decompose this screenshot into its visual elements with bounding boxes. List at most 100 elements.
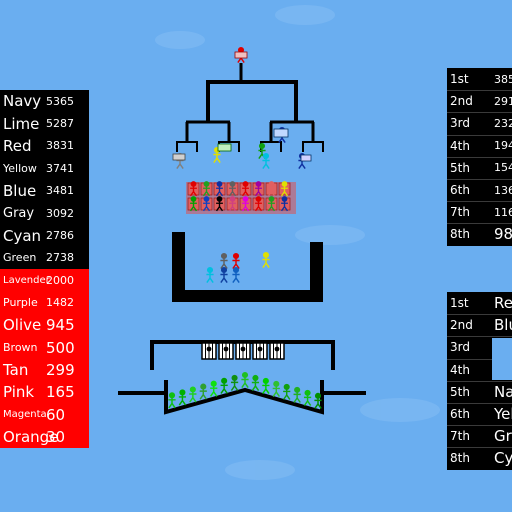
placing-value: Gra	[494, 427, 512, 446]
placing-row: 8th 98	[447, 223, 512, 245]
stick-figure	[262, 251, 270, 269]
stick-figure	[232, 266, 240, 284]
placing-rank: 5th	[450, 384, 470, 399]
waiting-crowd	[186, 181, 296, 214]
placing-rank: 8th	[450, 451, 470, 466]
row-divider	[447, 403, 512, 404]
stick-figure	[215, 196, 224, 212]
stick-figure	[178, 389, 187, 406]
player-name: Magenta	[3, 409, 47, 421]
row-divider	[447, 156, 512, 158]
player-name: Navy	[3, 92, 42, 111]
placing-rank: 4th	[450, 138, 470, 153]
clouds	[155, 5, 440, 480]
player-score: 30	[46, 428, 66, 447]
player-score: 60	[46, 405, 66, 424]
placing-value: Na	[494, 382, 512, 401]
stick-figure	[220, 252, 228, 270]
placing-value: Cy	[494, 449, 512, 468]
player-score: 299	[46, 360, 75, 379]
stick-figure	[272, 380, 281, 397]
bottom-stage	[118, 340, 366, 415]
cage	[269, 342, 285, 360]
player-name: Blue	[3, 181, 37, 200]
stick-figure	[232, 252, 240, 270]
player-score: 500	[46, 338, 75, 357]
placing-row: 5th 154	[447, 157, 512, 179]
stick-figure	[206, 266, 214, 284]
placing-rank: 5th	[450, 160, 470, 175]
placing-value: 194	[494, 139, 512, 153]
player-score: 3831	[46, 139, 74, 153]
player-name: Lime	[3, 114, 40, 133]
placing-value: 154	[494, 161, 512, 175]
player-score: 2000	[46, 273, 74, 287]
placing-row: 3rd	[447, 336, 512, 358]
player-name: Pink	[3, 383, 35, 402]
player-score: 165	[46, 383, 75, 402]
figure-sign	[172, 153, 186, 161]
stage-crowd	[168, 371, 322, 409]
stick-figure	[189, 181, 198, 197]
placing-row: 8th Cy	[447, 447, 512, 469]
stick-figure	[220, 266, 228, 284]
player-score: 2738	[46, 251, 74, 265]
stick-figure	[215, 181, 224, 197]
placing-rank: 2nd	[450, 318, 473, 333]
player-name: Lavender	[3, 274, 50, 286]
placing-value: 232	[494, 116, 512, 130]
stick-figure	[241, 181, 250, 197]
stick-figure	[314, 392, 322, 409]
blank-placeholder	[492, 338, 512, 380]
player-name: Brown	[3, 341, 38, 355]
arena-bowl	[172, 232, 323, 302]
placing-rank: 1st	[450, 72, 469, 87]
stick-figure	[202, 196, 211, 212]
row-divider	[447, 223, 512, 225]
player-score: 2786	[46, 229, 74, 243]
row-divider	[447, 425, 512, 427]
placing-row: 5th Na	[447, 381, 512, 403]
row-divider	[447, 112, 512, 114]
cage	[201, 342, 217, 360]
player-name: Purple	[3, 296, 38, 310]
player-score: 3092	[46, 206, 74, 220]
placing-value: Re	[494, 294, 512, 313]
stick-figure	[241, 196, 250, 212]
stick-figure	[254, 181, 263, 197]
placing-value: 385	[494, 72, 512, 86]
placing-row: 4th 194	[447, 135, 512, 157]
placing-rank: 7th	[450, 429, 470, 444]
placing-value: 291	[494, 94, 512, 108]
stick-figure	[267, 181, 276, 197]
leaderboard-row: Pink 165	[0, 381, 89, 404]
figure-sign	[300, 154, 312, 162]
tournament-bracket	[176, 63, 324, 152]
placing-row: 7th Gra	[447, 425, 512, 447]
placing-rank: 7th	[450, 205, 470, 220]
row-divider	[447, 380, 512, 382]
placing-rank: 8th	[450, 227, 470, 242]
arena-fighters	[206, 251, 270, 284]
placing-rank: 3rd	[450, 116, 470, 131]
player-name: Cyan	[3, 226, 42, 245]
row-divider	[447, 134, 512, 136]
player-name: Yellow	[3, 161, 37, 175]
stick-figure	[228, 196, 237, 212]
player-name: Olive	[3, 316, 42, 335]
row-divider	[447, 201, 512, 203]
placing-value: 98	[494, 225, 512, 244]
stick-figure	[220, 377, 228, 394]
stick-figure	[280, 181, 289, 197]
stage-cages	[201, 342, 285, 360]
